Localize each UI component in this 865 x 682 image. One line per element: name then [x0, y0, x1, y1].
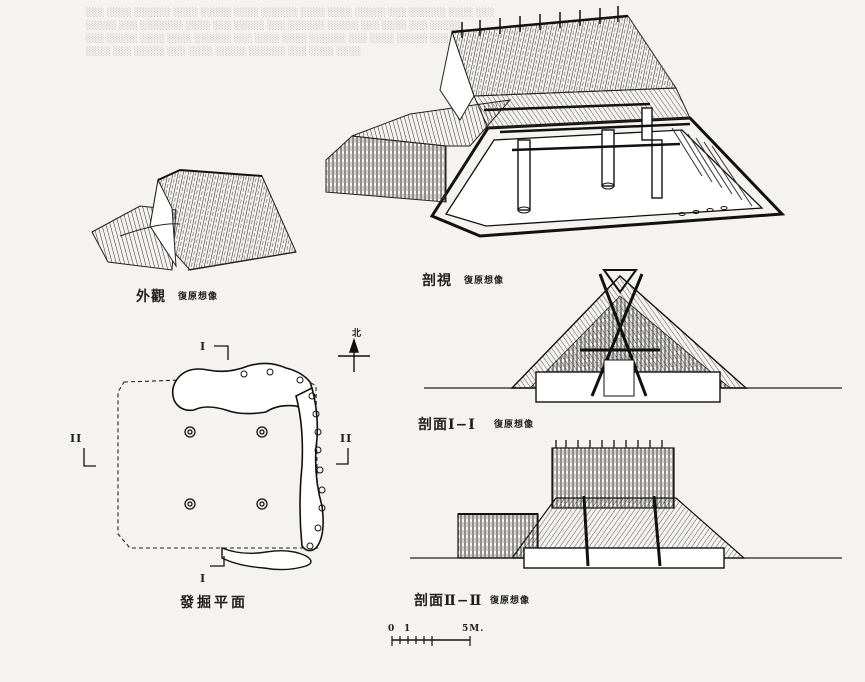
- section-marker-ii-left: II: [70, 432, 83, 445]
- north-label: 北: [352, 329, 363, 339]
- exterior-sublabel: 復原想像: [178, 292, 219, 302]
- scale-label-five: 5M.: [462, 624, 485, 634]
- section-1-sublabel: 復原想像: [494, 420, 535, 430]
- scale-bar: [391, 636, 471, 646]
- section-2-sublabel: 復原想像: [490, 596, 531, 606]
- exterior-view-drawing: [91, 169, 297, 271]
- section-1-drawing: [424, 269, 842, 403]
- scale-label-one: 1: [404, 624, 412, 634]
- section-2-drawing: [410, 440, 842, 569]
- exterior-label: 外觀: [136, 289, 166, 305]
- section-2-label: 剖面Ⅱ−Ⅱ: [414, 593, 483, 609]
- section-marker-i-bottom: I: [200, 572, 207, 585]
- bleed-through-text: ░░░ ░░░░ ░░░░░░ ░░░░ ░░░░░ ░░░░ ░░░░░░ ░…: [86, 8, 495, 56]
- excavation-plan-drawing: [83, 337, 370, 571]
- plan-label: 發掘平面: [180, 595, 248, 611]
- cutaway-label: 剖視: [422, 273, 452, 289]
- section-1-label: 剖面Ⅰ−Ⅰ: [418, 417, 476, 433]
- cutaway-sublabel: 復原想像: [464, 276, 505, 286]
- cutaway-view-drawing: [325, 6, 786, 238]
- section-marker-i-top: I: [200, 340, 207, 353]
- section-marker-ii-right: II: [340, 432, 353, 445]
- scale-label-zero: 0: [388, 624, 396, 634]
